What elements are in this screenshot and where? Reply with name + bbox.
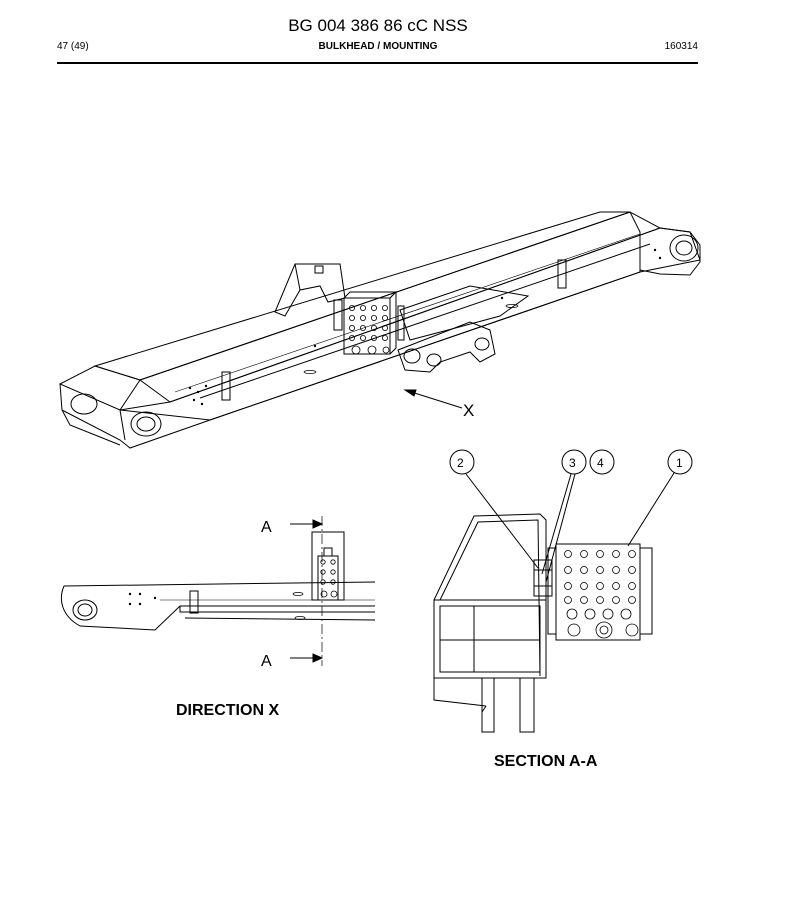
section-marker-top: A bbox=[261, 519, 272, 536]
valve-ports bbox=[564, 550, 639, 639]
callout-2: 2 bbox=[457, 456, 464, 470]
isometric-beam-view bbox=[58, 211, 701, 449]
section-a-a-view bbox=[433, 449, 693, 733]
section-caption: SECTION A-A bbox=[494, 753, 598, 770]
direction-x-view bbox=[60, 516, 376, 666]
callout-4: 4 bbox=[597, 456, 604, 470]
page-number: 47 (49) bbox=[57, 41, 89, 52]
document-title: BG 004 386 86 cC NSS bbox=[288, 16, 468, 35]
section-marker-bottom: A bbox=[261, 653, 272, 670]
section-title: BULKHEAD / MOUNTING bbox=[318, 41, 438, 52]
callout-3: 3 bbox=[569, 456, 576, 470]
callout-1: 1 bbox=[676, 456, 683, 470]
direction-caption: DIRECTION X bbox=[176, 702, 279, 719]
document-code: 160314 bbox=[664, 41, 698, 52]
header-divider bbox=[57, 62, 698, 64]
view-arrow-label: X bbox=[463, 401, 474, 420]
